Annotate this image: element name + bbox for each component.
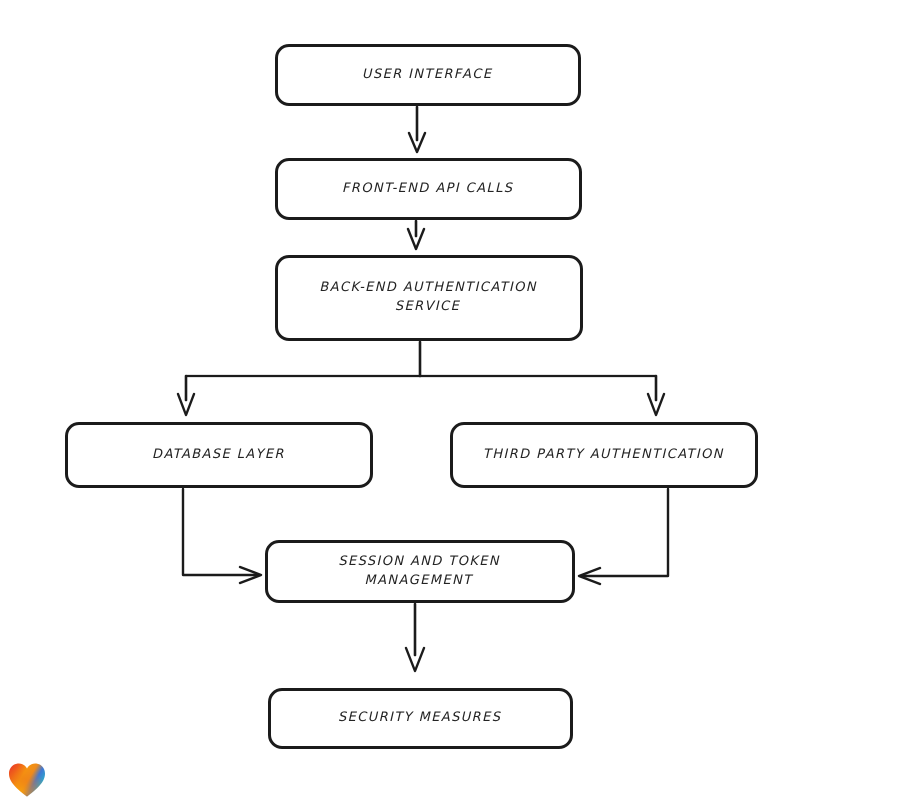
edge-ui-to-frontend	[407, 105, 427, 154]
edge-backend-to-thirdparty	[646, 374, 666, 417]
node-label: DATABASE LAYER	[152, 446, 286, 462]
node-user-interface[interactable]: USER INTERFACE	[275, 44, 581, 106]
node-security-measures[interactable]: SECURITY MEASURES	[268, 688, 573, 749]
node-label: FRONT-END API CALLS	[342, 180, 515, 196]
edge-backend-split-bus	[184, 340, 658, 378]
node-label: USER INTERFACE	[362, 66, 494, 82]
node-session-and-token-management[interactable]: SESSION AND TOKEN MANAGEMENT	[265, 540, 575, 603]
edge-thirdparty-to-session	[577, 487, 670, 586]
node-label: THIRD PARTY AUTHENTICATION	[483, 446, 725, 462]
edge-frontend-to-backend	[406, 219, 426, 251]
edge-backend-to-database	[176, 374, 196, 417]
edge-session-to-security	[404, 602, 426, 673]
node-backend-authentication-service[interactable]: BACK-END AUTHENTICATION SERVICE	[275, 255, 583, 341]
node-label: SESSION AND TOKEN MANAGEMENT	[339, 553, 502, 588]
node-label: SECURITY MEASURES	[338, 710, 503, 726]
node-database-layer[interactable]: DATABASE LAYER	[65, 422, 373, 488]
heart-icon	[9, 763, 45, 797]
node-label: BACK-END AUTHENTICATION SERVICE	[320, 280, 539, 314]
edge-database-to-session	[181, 487, 263, 585]
node-frontend-api-calls[interactable]: FRONT-END API CALLS	[275, 158, 582, 220]
node-third-party-authentication[interactable]: THIRD PARTY AUTHENTICATION	[450, 422, 758, 488]
